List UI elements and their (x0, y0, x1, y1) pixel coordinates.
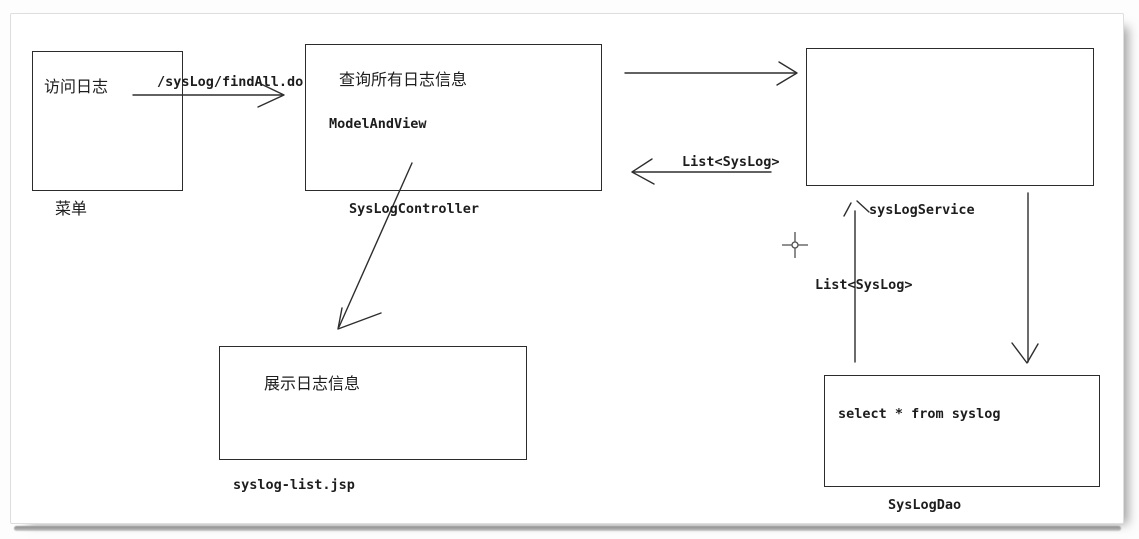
window-bottom-shadow (14, 526, 1121, 531)
controller-box-text: 查询所有日志信息 (339, 70, 468, 89)
controller-modelandview-text: ModelAndView (329, 116, 427, 132)
arrowhead-service-to-controller-icon (631, 158, 655, 185)
menu-box-text: 访问日志 (44, 77, 109, 96)
jsp-box-text: 展示日志信息 (264, 374, 361, 393)
window-frame (10, 13, 1124, 524)
node-dao (824, 375, 1100, 487)
dao-caption: SysLogDao (888, 497, 962, 513)
edge-label-findall: /sysLog/findAll.do (157, 74, 304, 90)
jsp-caption: syslog-list.jsp (233, 477, 355, 493)
node-menu (32, 51, 183, 191)
arrowhead-menu-to-controller-icon (257, 83, 285, 108)
edge-label-list-syslog-dao: List<SysLog> (815, 277, 913, 293)
dao-sql-text: select * from syslog (838, 406, 1001, 422)
arrow-controller-to-jsp (338, 162, 413, 328)
crosshair-cursor-icon (782, 232, 808, 258)
arrowhead-service-to-dao-icon (1011, 342, 1039, 364)
node-jsp (219, 346, 527, 460)
controller-caption: SysLogController (349, 201, 480, 217)
arrowhead-dao-to-service-left-icon (843, 202, 852, 217)
service-caption: sysLogService (869, 202, 975, 218)
menu-caption: 菜单 (55, 199, 88, 218)
arrowhead-controller-to-jsp-icon (337, 307, 382, 330)
arrowhead-controller-to-service-icon (776, 61, 798, 86)
arrowhead-dao-to-service-right-icon (856, 200, 870, 213)
edge-label-list-syslog-return: List<SysLog> (682, 154, 780, 170)
node-controller (305, 44, 602, 191)
node-service (806, 48, 1094, 186)
